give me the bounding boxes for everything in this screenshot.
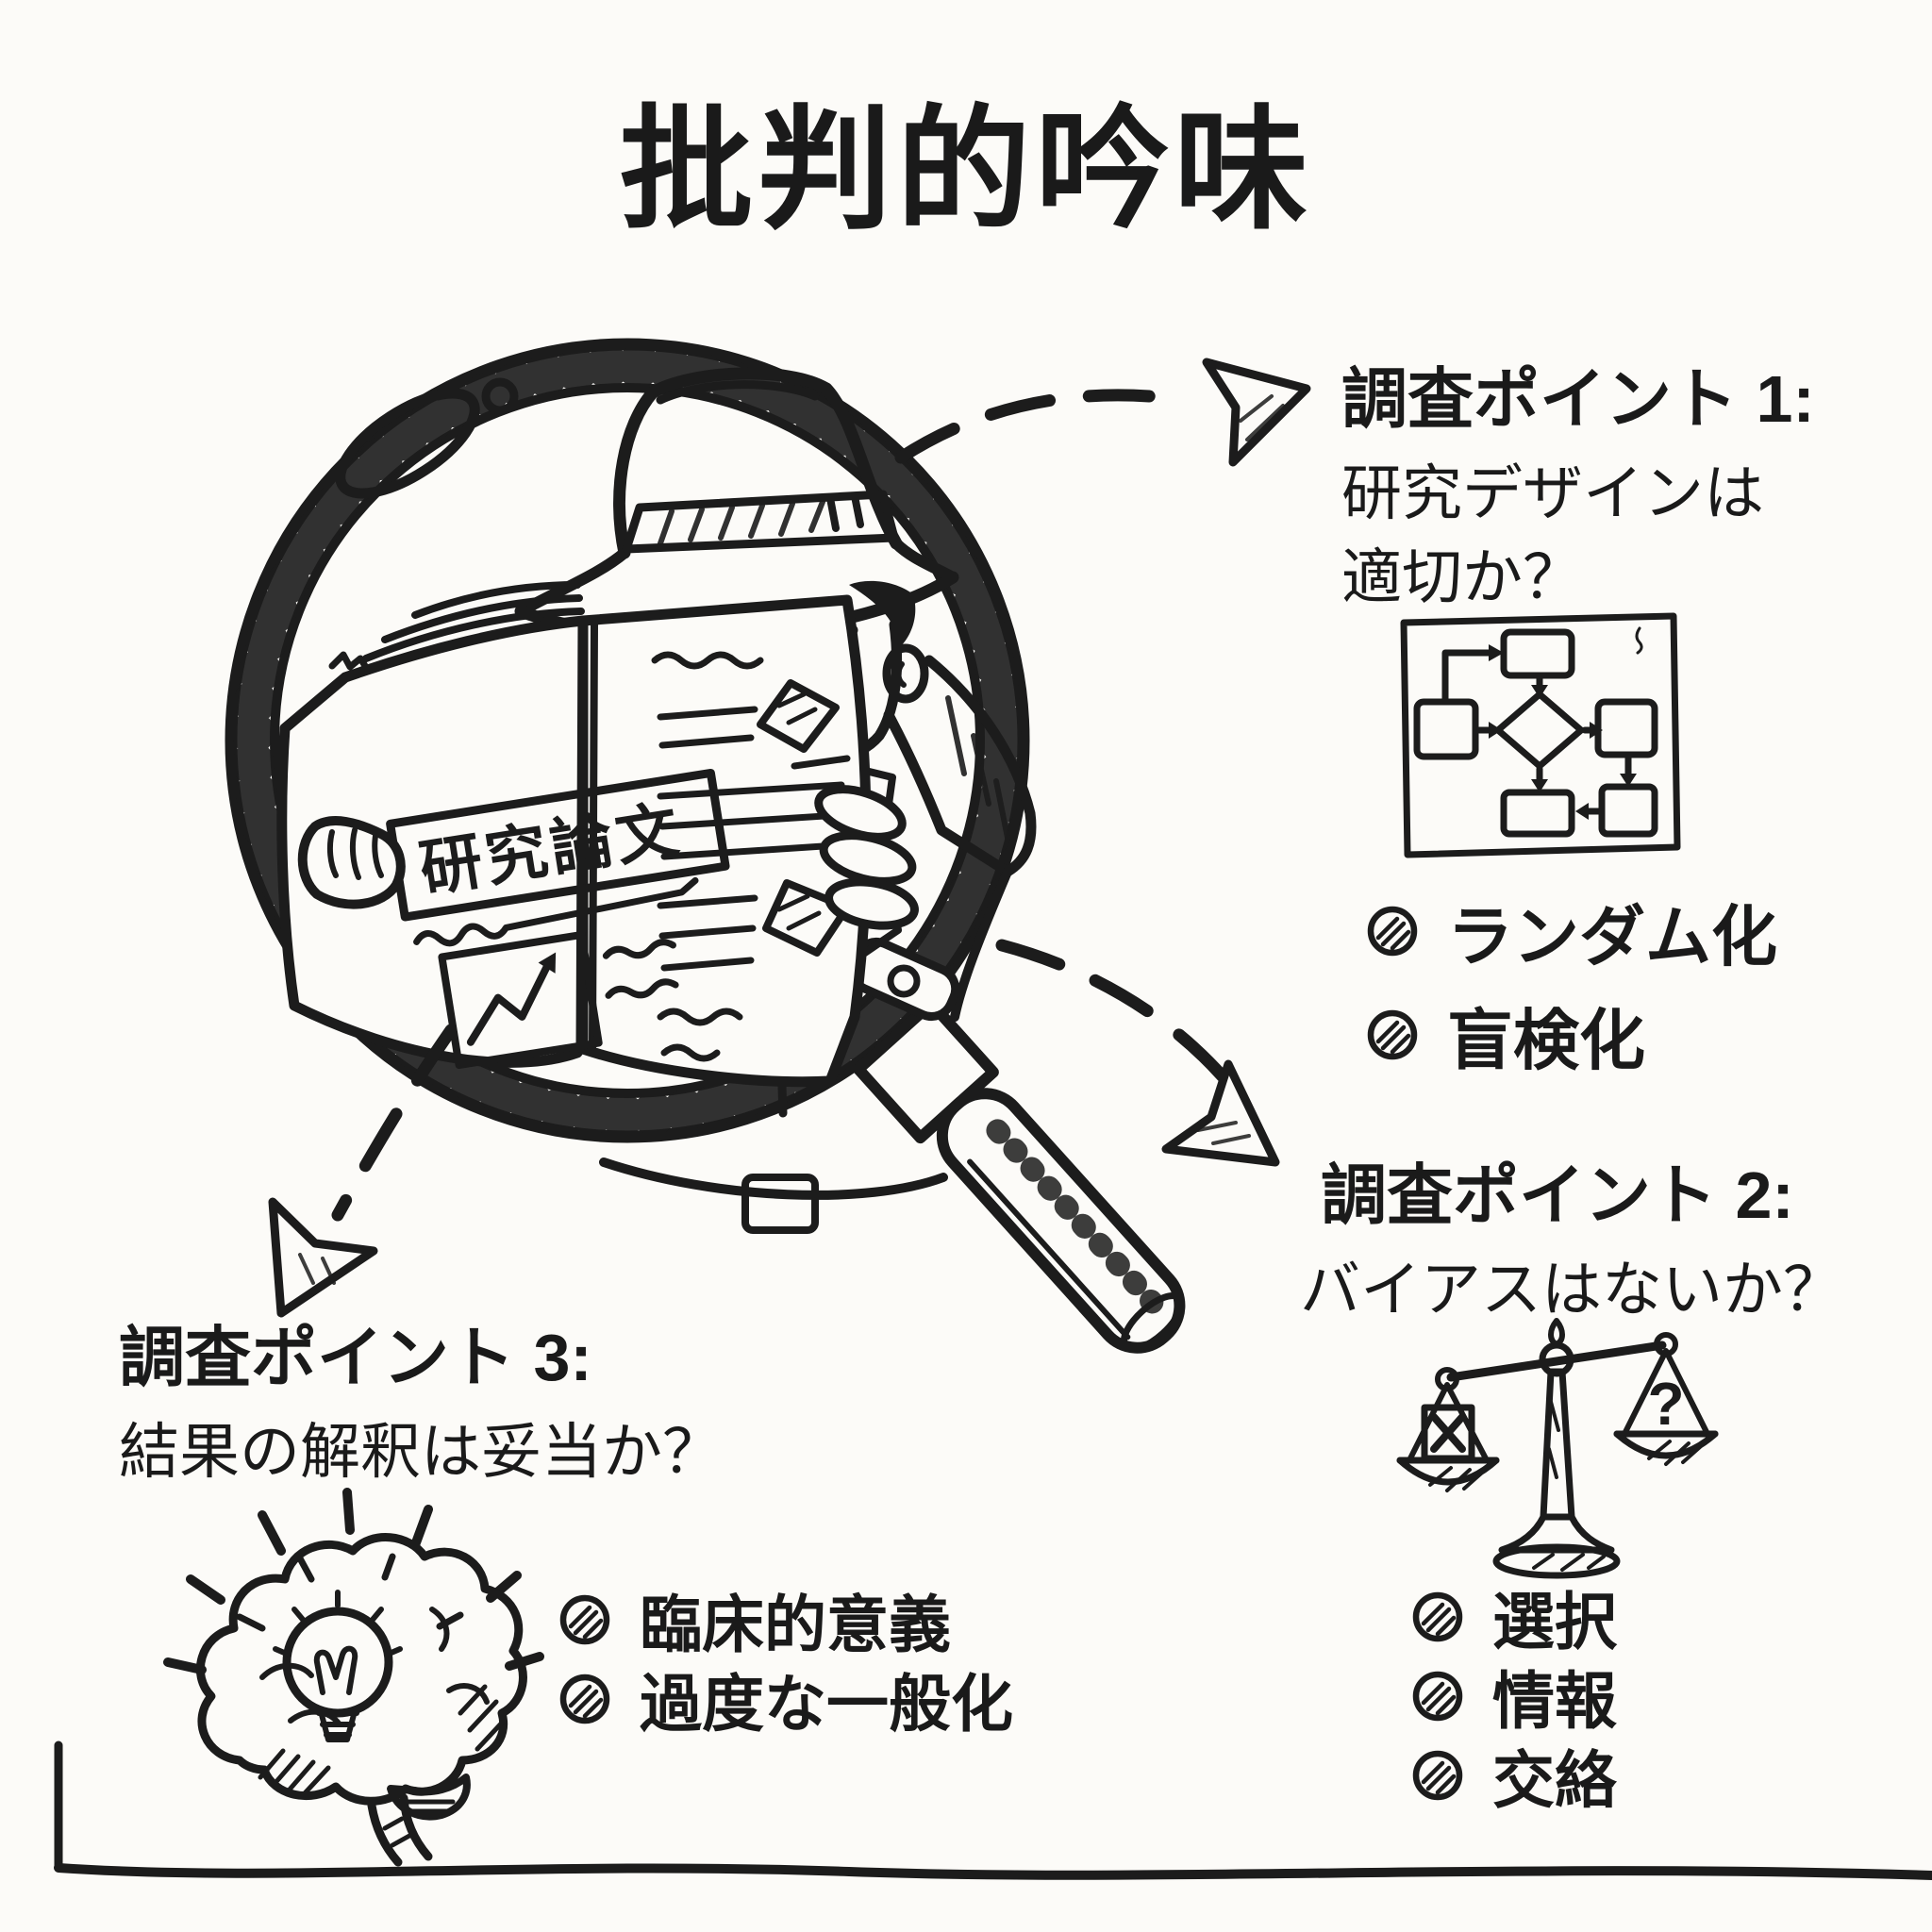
point-1-block: 調査ポイント 1: 研究デザインは 適切か？ <box>1341 360 1815 621</box>
balance-scale-icon: ? <box>1392 1317 1721 1592</box>
flowchart-icon <box>1398 611 1681 860</box>
point-1-heading: 調査ポイント 1: <box>1341 362 1815 436</box>
brain-lightbulb-icon <box>149 1477 560 1889</box>
point-3-block: 調査ポイント 3: 結果の解釈は妥当か？ <box>119 1319 723 1494</box>
coat <box>604 660 1031 1230</box>
point-2-bullets: 選択 情報 交絡 <box>1411 1583 1617 1815</box>
arrow-to-point-1 <box>901 362 1307 462</box>
bullet-item: 過度な一般化 <box>558 1664 1013 1739</box>
page-title: 批判的吟味 <box>619 95 1313 245</box>
point-3-heading: 調査ポイント 3: <box>119 1321 592 1394</box>
bullet-label: 臨床的意義 <box>640 1590 951 1659</box>
bullet-label: 過度な一般化 <box>640 1669 1013 1739</box>
bullet-item: 盲検化 <box>1366 992 1777 1077</box>
bullet-item: 選択 <box>1411 1583 1617 1657</box>
bullet-label: ランダム化 <box>1447 899 1777 974</box>
bullet-icon <box>1411 1591 1464 1643</box>
newspaper-left-hand <box>303 821 401 905</box>
bullet-icon <box>558 1673 611 1725</box>
lens-highlight-icon <box>325 375 514 512</box>
bullet-icon <box>1411 1749 1464 1802</box>
scale-question-mark: ? <box>1647 1370 1684 1438</box>
bullet-item: ランダム化 <box>1366 889 1777 974</box>
magnifier-handle <box>858 1004 1202 1370</box>
bottom-frame-line <box>58 1745 1932 1875</box>
arrow-to-point-3 <box>273 1030 451 1313</box>
point-2-block: 調査ポイント 2: バイアスはないか？ <box>1300 1157 1843 1332</box>
point-3-bullets: 臨床的意義 過度な一般化 <box>558 1585 1013 1739</box>
point-2-question-line-1: バイアスはないか？ <box>1300 1255 1843 1324</box>
point-2-heading: 調査ポイント 2: <box>1321 1158 1794 1232</box>
bullet-icon <box>558 1593 611 1646</box>
detective: 研究論文 <box>282 374 1031 1230</box>
point-3-question-line-1: 結果の解釈は妥当か？ <box>119 1417 723 1486</box>
bullet-icon <box>1366 1008 1419 1061</box>
bullet-item: 情報 <box>1411 1662 1617 1736</box>
arrow-to-point-2 <box>1002 945 1275 1162</box>
point-1-question-line-1: 研究デザインは <box>1341 458 1764 527</box>
point-1-question-line-2: 適切か？ <box>1341 543 1583 612</box>
bullet-item: 臨床的意義 <box>558 1585 1013 1659</box>
newspaper: 研究論文 <box>282 585 918 1082</box>
bullet-label: 盲検化 <box>1447 1003 1645 1077</box>
bullet-icon <box>1366 905 1419 958</box>
bullet-item: 交絡 <box>1411 1741 1617 1815</box>
bullet-label: 交絡 <box>1492 1745 1617 1815</box>
bullet-icon <box>1411 1670 1464 1723</box>
lightbulb-icon <box>275 1592 400 1740</box>
bullet-label: 選択 <box>1492 1587 1617 1657</box>
newspaper-right-hand <box>812 780 918 932</box>
bullet-label: 情報 <box>1492 1666 1617 1736</box>
point-1-bullets: ランダム化 盲検化 <box>1366 889 1777 1077</box>
idea-rays <box>168 1492 540 1670</box>
